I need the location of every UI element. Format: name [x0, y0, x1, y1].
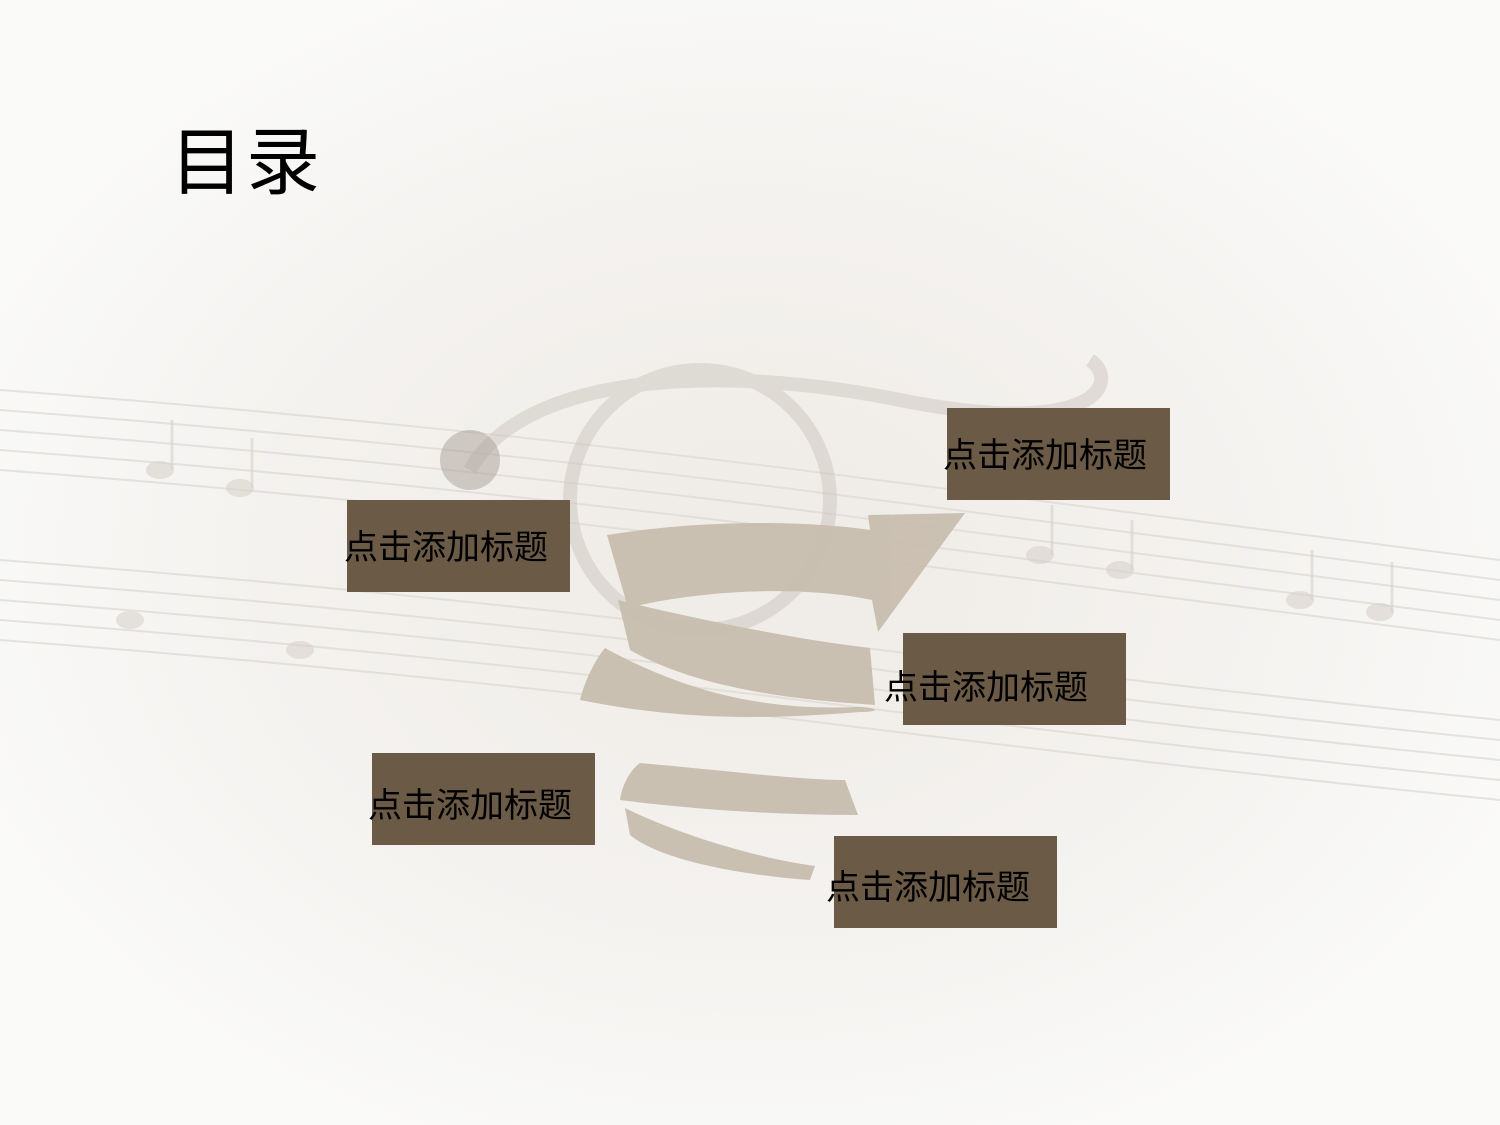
item-box-4	[372, 753, 595, 845]
item-label-4[interactable]: 点击添加标题	[368, 786, 572, 826]
item-label-2[interactable]: 点击添加标题	[344, 528, 548, 568]
item-label-1[interactable]: 点击添加标题	[943, 436, 1147, 476]
item-box-1	[947, 408, 1170, 500]
page-title: 目录	[170, 120, 322, 206]
item-box-3	[903, 633, 1126, 725]
item-label-5[interactable]: 点击添加标题	[826, 868, 1030, 908]
item-box-5	[834, 836, 1057, 928]
item-label-3[interactable]: 点击添加标题	[884, 668, 1088, 708]
item-box-2	[347, 500, 570, 592]
